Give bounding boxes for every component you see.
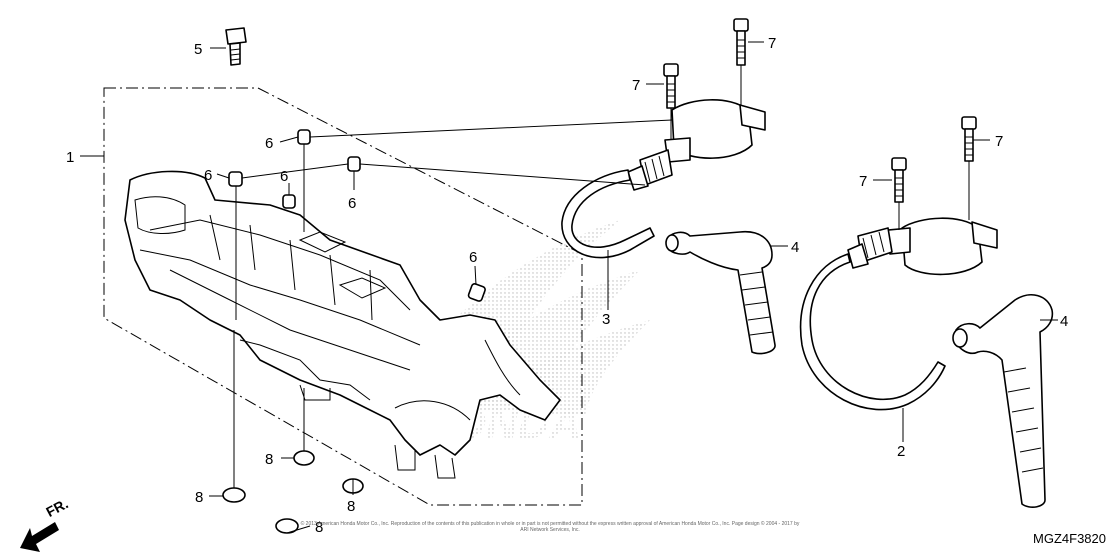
bolt-part-7-b xyxy=(663,63,679,109)
callout-7-c: 7 xyxy=(995,133,1003,150)
collar-part-6-c xyxy=(282,194,296,209)
callout-8-a: 8 xyxy=(265,451,273,468)
callout-7-a: 7 xyxy=(768,35,776,52)
callout-6-a: 6 xyxy=(265,135,273,152)
copyright-notice: © 2013 American Honda Motor Co., Inc. Re… xyxy=(300,521,800,533)
ignition-coil-part-3 xyxy=(561,99,766,259)
bolt-part-7-c xyxy=(961,116,977,162)
bracket-assembly xyxy=(124,170,561,479)
callout-7-d: 7 xyxy=(859,173,867,190)
callout-7-b: 7 xyxy=(632,77,640,94)
callout-2: 2 xyxy=(897,443,905,460)
callout-labels: 1 2 3 4 4 5 6 6 6 6 6 7 7 7 7 8 8 8 8 xyxy=(66,35,1068,536)
collar-part-6-b xyxy=(228,171,243,187)
plug-cap-part-4-lower xyxy=(952,294,1054,509)
front-direction-arrow xyxy=(20,522,59,552)
callout-8-d: 8 xyxy=(315,519,323,536)
diagram-code: MGZ4F3820 xyxy=(1033,531,1106,546)
collar-part-6-e xyxy=(467,283,486,302)
callout-4-upper: 4 xyxy=(791,239,799,256)
bolt-part-7-a xyxy=(733,18,749,66)
callout-4-lower: 4 xyxy=(1060,313,1068,330)
callout-8-b: 8 xyxy=(195,489,203,506)
nut-part-8-b xyxy=(222,487,246,503)
leader-lines xyxy=(80,41,1058,534)
plug-cap-part-4-upper xyxy=(665,230,776,355)
callout-8-c: 8 xyxy=(347,498,355,515)
callout-5: 5 xyxy=(194,41,202,58)
nut-part-8-a xyxy=(293,450,315,466)
callout-6-b: 6 xyxy=(204,167,212,184)
bolt-part-7-d xyxy=(891,157,907,203)
callout-6-d: 6 xyxy=(348,195,356,212)
callout-6-e: 6 xyxy=(469,249,477,266)
callout-6-c: 6 xyxy=(280,168,288,185)
callout-1: 1 xyxy=(66,149,74,166)
collar-part-6-d xyxy=(347,156,361,172)
assembly-boundary xyxy=(103,87,583,506)
ignition-coil-part-2 xyxy=(799,217,998,411)
bolt-part-5 xyxy=(225,27,247,66)
callout-3: 3 xyxy=(602,311,610,328)
collar-part-6-a xyxy=(297,129,311,145)
